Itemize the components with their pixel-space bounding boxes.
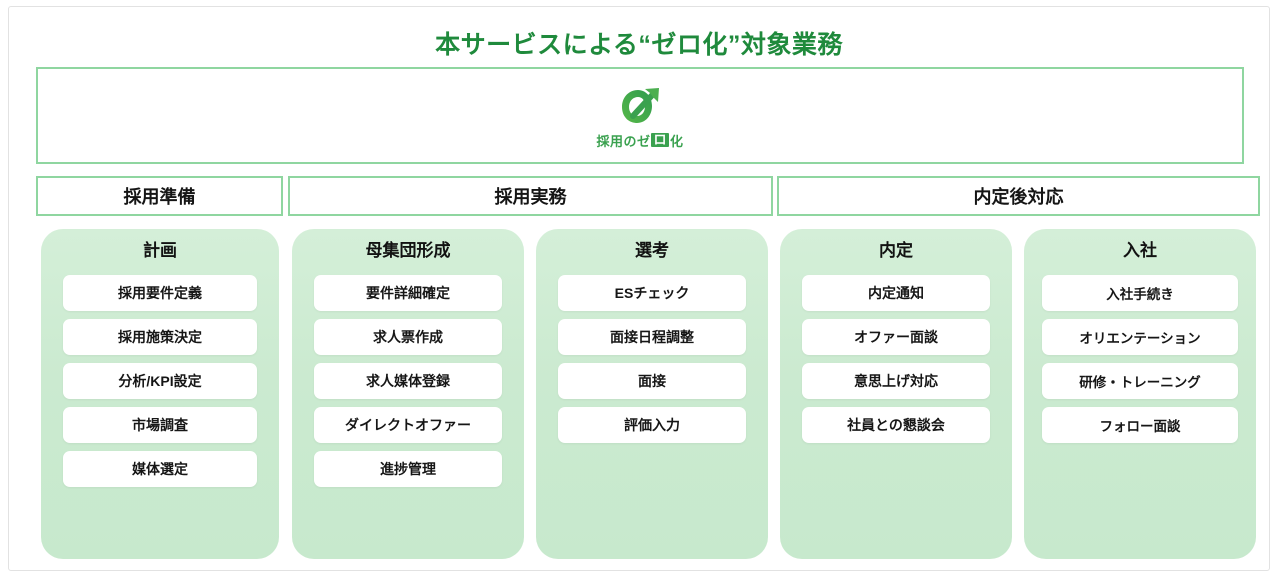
task-item: 分析/KPI設定 <box>63 363 257 399</box>
task-item: 研修・トレーニング <box>1042 363 1238 399</box>
stage-column-screening: 選考 ESチェック 面接日程調整 面接 評価入力 <box>536 229 768 559</box>
brand-logo: 採用のゼロ化 <box>596 82 683 150</box>
task-list: ESチェック 面接日程調整 面接 評価入力 <box>536 275 768 443</box>
task-item: ESチェック <box>558 275 746 311</box>
phase-header-0: 採用準備 <box>36 176 283 216</box>
task-list: 採用要件定義 採用施策決定 分析/KPI設定 市場調査 媒体選定 <box>41 275 279 487</box>
task-item: 内定通知 <box>802 275 990 311</box>
stage-column-offer: 内定 内定通知 オファー面談 意思上げ対応 社員との懇談会 <box>780 229 1012 559</box>
phase-header-2: 内定後対応 <box>777 176 1260 216</box>
task-item: 求人媒体登録 <box>314 363 502 399</box>
task-item: 求人票作成 <box>314 319 502 355</box>
task-item: 要件詳細確定 <box>314 275 502 311</box>
logo-band: 採用のゼロ化 <box>36 67 1244 164</box>
task-item: ダイレクトオファー <box>314 407 502 443</box>
task-list: 要件詳細確定 求人票作成 求人媒体登録 ダイレクトオファー 進捗管理 <box>292 275 524 487</box>
task-item: 面接 <box>558 363 746 399</box>
task-item: 市場調査 <box>63 407 257 443</box>
stage-columns: 計画 採用要件定義 採用施策決定 分析/KPI設定 市場調査 媒体選定 母集団形… <box>41 229 1256 559</box>
task-item: 意思上げ対応 <box>802 363 990 399</box>
brand-text-before: 採用のゼ <box>596 133 651 149</box>
task-item: 採用要件定義 <box>63 275 257 311</box>
page-title: 本サービスによる“ゼロ化”対象業務 <box>435 31 843 59</box>
stage-title: 選考 <box>635 241 669 260</box>
task-item: 面接日程調整 <box>558 319 746 355</box>
task-item: 評価入力 <box>558 407 746 443</box>
stage-title: 入社 <box>1123 241 1157 260</box>
zero-arrow-logo-icon <box>621 87 659 123</box>
phase-header-1: 採用実務 <box>288 176 773 216</box>
task-item: 入社手続き <box>1042 275 1238 311</box>
task-item: 社員との懇談会 <box>802 407 990 443</box>
stage-column-plan: 計画 採用要件定義 採用施策決定 分析/KPI設定 市場調査 媒体選定 <box>41 229 279 559</box>
stage-column-pool-formation: 母集団形成 要件詳細確定 求人票作成 求人媒体登録 ダイレクトオファー 進捗管理 <box>292 229 524 559</box>
brand-logo-text: 採用のゼロ化 <box>596 131 683 150</box>
brand-text-zero: ロ <box>651 131 669 148</box>
brand-text-after: 化 <box>670 133 684 149</box>
task-list: 内定通知 オファー面談 意思上げ対応 社員との懇談会 <box>780 275 1012 443</box>
task-list: 入社手続き オリエンテーション 研修・トレーニング フォロー面談 <box>1024 275 1256 443</box>
stage-title: 計画 <box>143 241 177 260</box>
task-item: 媒体選定 <box>63 451 257 487</box>
stage-title: 内定 <box>879 241 913 260</box>
task-item: 採用施策決定 <box>63 319 257 355</box>
phase-header-row: 採用準備 採用実務 内定後対応 <box>36 176 1260 216</box>
task-item: オリエンテーション <box>1042 319 1238 355</box>
task-item: オファー面談 <box>802 319 990 355</box>
slide-frame: 本サービスによる“ゼロ化”対象業務 採用のゼロ化 採用準備 採用実務 内定後 <box>8 6 1270 571</box>
stage-column-onboarding: 入社 入社手続き オリエンテーション 研修・トレーニング フォロー面談 <box>1024 229 1256 559</box>
stage-title: 母集団形成 <box>365 241 451 260</box>
task-item: 進捗管理 <box>314 451 502 487</box>
task-item: フォロー面談 <box>1042 407 1238 443</box>
